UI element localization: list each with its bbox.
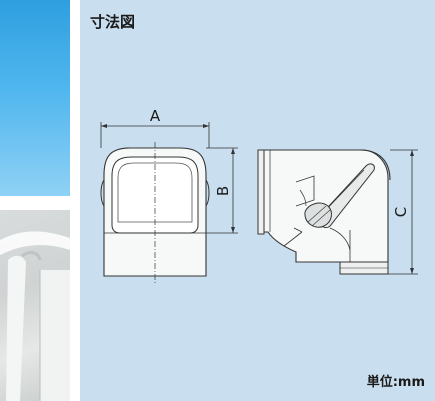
unit-label: 単位:mm <box>366 375 425 390</box>
dimension-b-label: B <box>214 186 232 196</box>
product-photo-blue <box>0 0 70 196</box>
side-view <box>257 149 418 275</box>
product-photo-installed <box>0 210 70 401</box>
diagram-title: 寸法図 <box>90 13 136 31</box>
dimension-c-label: C <box>392 207 410 217</box>
left-photo-strip <box>0 0 72 401</box>
front-view <box>100 122 238 284</box>
dimension-a-label: A <box>150 107 161 125</box>
